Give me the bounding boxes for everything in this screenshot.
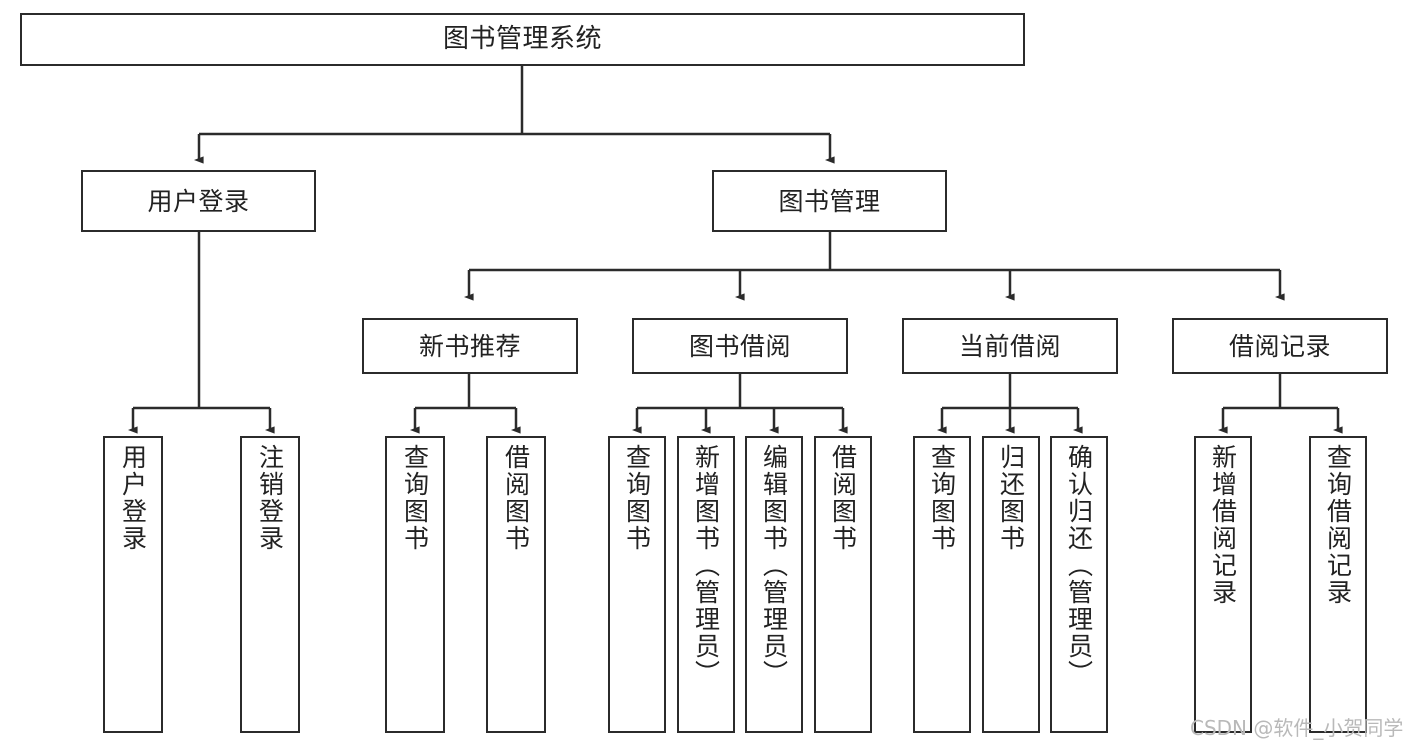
node-label: 图书管理 [778,186,881,216]
leaf-borrow-add-book-admin[interactable]: 新增图书（管理员） [677,436,735,733]
leaf-current-return-book[interactable]: 归还图书 [982,436,1040,733]
node-label: 借阅记录 [1228,331,1331,361]
leaf-borrow-query-book[interactable]: 查询图书 [608,436,666,733]
node-current-borrow[interactable]: 当前借阅 [902,318,1118,374]
leaf-borrow-edit-book-admin[interactable]: 编辑图书（管理员） [745,436,803,733]
leaf-record-add-borrow-record[interactable]: 新增借阅记录 [1194,436,1252,733]
leaf-new-book-borrow-book[interactable]: 借阅图书 [486,436,546,733]
node-label: 新书推荐 [418,331,521,361]
node-label: 确认归还（管理员） [1064,444,1094,687]
node-book-borrow[interactable]: 图书借阅 [632,318,848,374]
node-label: 用户登录 [118,444,148,552]
node-label: 查询图书 [622,444,652,552]
node-borrow-record[interactable]: 借阅记录 [1172,318,1388,374]
node-label: 图书借阅 [688,331,791,361]
leaf-current-query-book[interactable]: 查询图书 [913,436,971,733]
node-label: 借阅图书 [501,444,531,552]
leaf-borrow-borrow-book[interactable]: 借阅图书 [814,436,872,733]
node-user-login[interactable]: 用户登录 [81,170,316,232]
node-new-book-recommend[interactable]: 新书推荐 [362,318,578,374]
leaf-user-login[interactable]: 用户登录 [103,436,163,733]
node-label: 用户登录 [147,186,250,216]
node-label: 新增图书（管理员） [691,444,721,687]
node-label: 查询借阅记录 [1323,444,1353,606]
node-label: 查询图书 [927,444,957,552]
node-label: 图书管理系统 [442,24,602,55]
node-book-management[interactable]: 图书管理 [712,170,947,232]
node-root-book-management-system[interactable]: 图书管理系统 [20,13,1025,66]
node-label: 借阅图书 [828,444,858,552]
leaf-new-book-query-book[interactable]: 查询图书 [385,436,445,733]
node-label: 当前借阅 [958,331,1061,361]
node-label: 编辑图书（管理员） [759,444,789,687]
node-label: 新增借阅记录 [1208,444,1238,606]
leaf-logout[interactable]: 注销登录 [240,436,300,733]
node-label: 注销登录 [255,444,285,552]
watermark-csdn: CSDN @软件_小贺同学 [1190,716,1404,740]
node-label: 查询图书 [400,444,430,552]
leaf-record-query-borrow-record[interactable]: 查询借阅记录 [1309,436,1367,733]
leaf-current-confirm-return-admin[interactable]: 确认归还（管理员） [1050,436,1108,733]
node-label: 归还图书 [996,444,1026,552]
